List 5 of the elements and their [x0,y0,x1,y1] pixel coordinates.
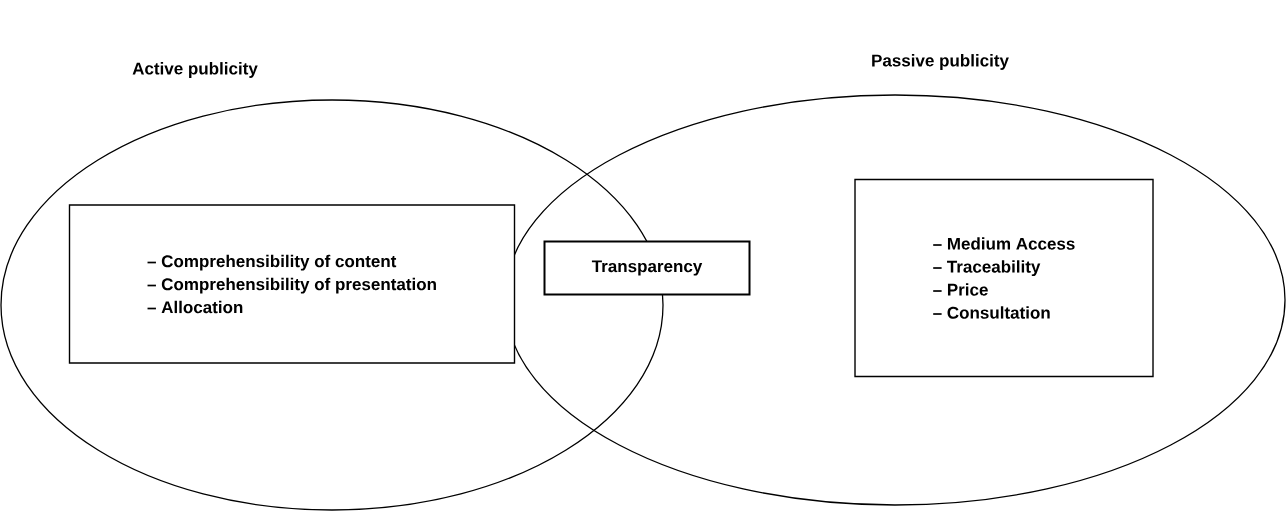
text-box: – Comprehensibility of content – Comprehensibility of presentation – Allocation [68,204,516,364]
heading: Active publicity [132,62,258,78]
text-box: Transparency [543,240,751,296]
text-box: – Medium Access – Traceability – Price – Consultation [854,178,1154,378]
heading: Passive publicity [872,54,1009,70]
